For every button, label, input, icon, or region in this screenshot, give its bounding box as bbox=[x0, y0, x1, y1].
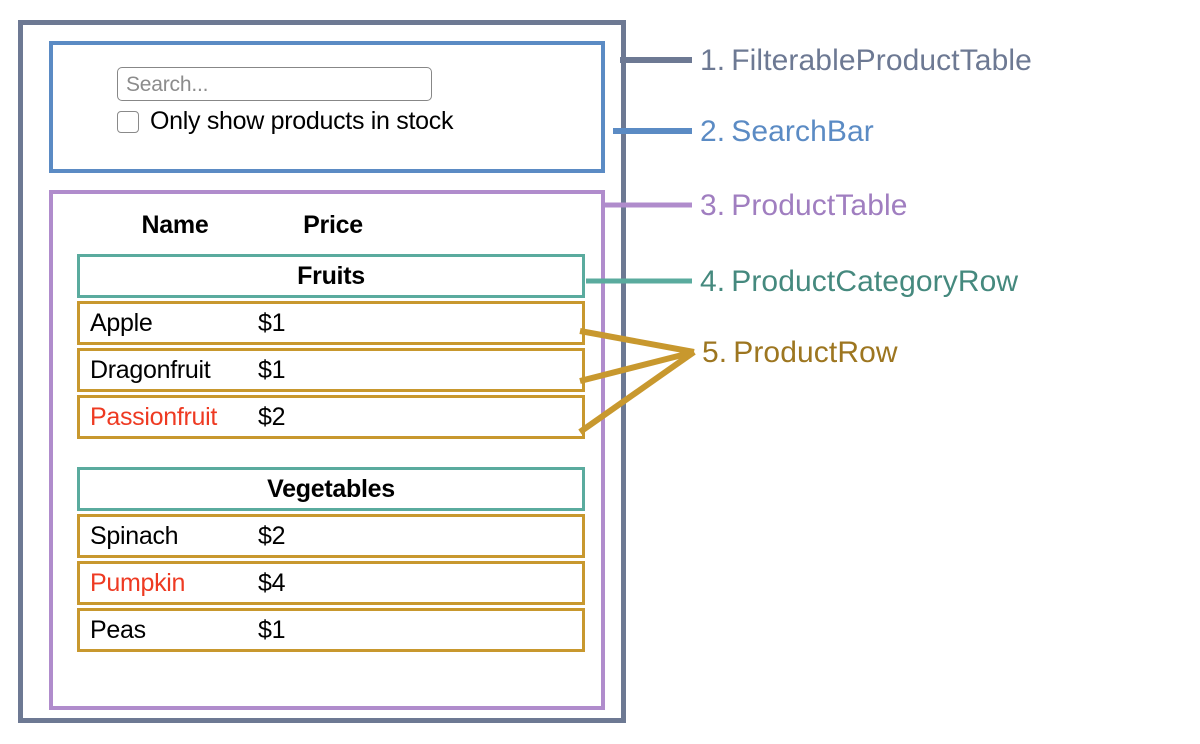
annotation-number: 4. bbox=[700, 265, 726, 298]
annotation-text: ProductCategoryRow bbox=[731, 265, 1019, 298]
annotation-text: ProductRow bbox=[733, 336, 898, 369]
product-name: Apple bbox=[90, 308, 153, 337]
product-price: $4 bbox=[258, 568, 286, 597]
annotation-label-product-table: 3.ProductTable bbox=[700, 191, 908, 221]
product-name: Peas bbox=[90, 615, 146, 644]
annotation-number: 5. bbox=[702, 336, 728, 369]
checkbox-icon[interactable] bbox=[117, 110, 139, 133]
product-price: $1 bbox=[258, 615, 286, 644]
product-row[interactable]: Pumpkin $4 bbox=[77, 561, 585, 605]
product-row[interactable]: Passionfruit $2 bbox=[77, 395, 585, 439]
in-stock-filter-label: Only show products in stock bbox=[150, 107, 454, 135]
column-header-price: Price bbox=[303, 210, 363, 239]
product-price: $1 bbox=[258, 355, 286, 384]
column-header-name: Name bbox=[141, 210, 209, 239]
product-price: $2 bbox=[258, 521, 286, 550]
search-input[interactable]: Search... bbox=[117, 67, 432, 101]
search-input-placeholder: Search... bbox=[126, 72, 209, 96]
product-name: Pumpkin bbox=[90, 568, 186, 597]
annotation-label-filterable-product-table: 1.FilterableProductTable bbox=[700, 46, 1032, 76]
product-category-label: Vegetables bbox=[267, 474, 395, 503]
product-category-row: Vegetables bbox=[77, 467, 585, 511]
annotation-label-product-category-row: 4.ProductCategoryRow bbox=[700, 267, 1018, 297]
annotation-number: 3. bbox=[700, 189, 726, 222]
annotation-number: 2. bbox=[700, 115, 726, 148]
group-spacer bbox=[77, 439, 585, 461]
in-stock-filter-row[interactable]: Only show products in stock bbox=[117, 109, 453, 134]
annotation-label-search-bar: 2.SearchBar bbox=[700, 117, 874, 147]
product-name: Dragonfruit bbox=[90, 355, 211, 384]
product-table-box: Name Price Fruits Apple $1 Dragonfruit $… bbox=[49, 190, 605, 710]
product-row[interactable]: Apple $1 bbox=[77, 301, 585, 345]
product-row[interactable]: Peas $1 bbox=[77, 608, 585, 652]
product-name: Spinach bbox=[90, 521, 179, 550]
product-category-row: Fruits bbox=[77, 254, 585, 298]
product-row[interactable]: Dragonfruit $1 bbox=[77, 348, 585, 392]
annotation-text: FilterableProductTable bbox=[731, 44, 1032, 77]
annotation-number: 1. bbox=[700, 44, 726, 77]
product-price: $1 bbox=[258, 308, 286, 337]
annotation-label-product-row: 5.ProductRow bbox=[702, 338, 898, 368]
annotation-text: ProductTable bbox=[731, 189, 908, 222]
product-category-label: Fruits bbox=[297, 261, 365, 290]
product-name: Passionfruit bbox=[90, 402, 218, 431]
annotation-text: SearchBar bbox=[731, 115, 874, 148]
product-price: $2 bbox=[258, 402, 286, 431]
filterable-product-table-box: Search... Only show products in stock Na… bbox=[18, 20, 626, 723]
table-header-row: Name Price bbox=[77, 202, 585, 248]
product-table-inner: Name Price Fruits Apple $1 Dragonfruit $… bbox=[77, 202, 585, 652]
search-bar-box: Search... Only show products in stock bbox=[49, 41, 605, 173]
product-row[interactable]: Spinach $2 bbox=[77, 514, 585, 558]
